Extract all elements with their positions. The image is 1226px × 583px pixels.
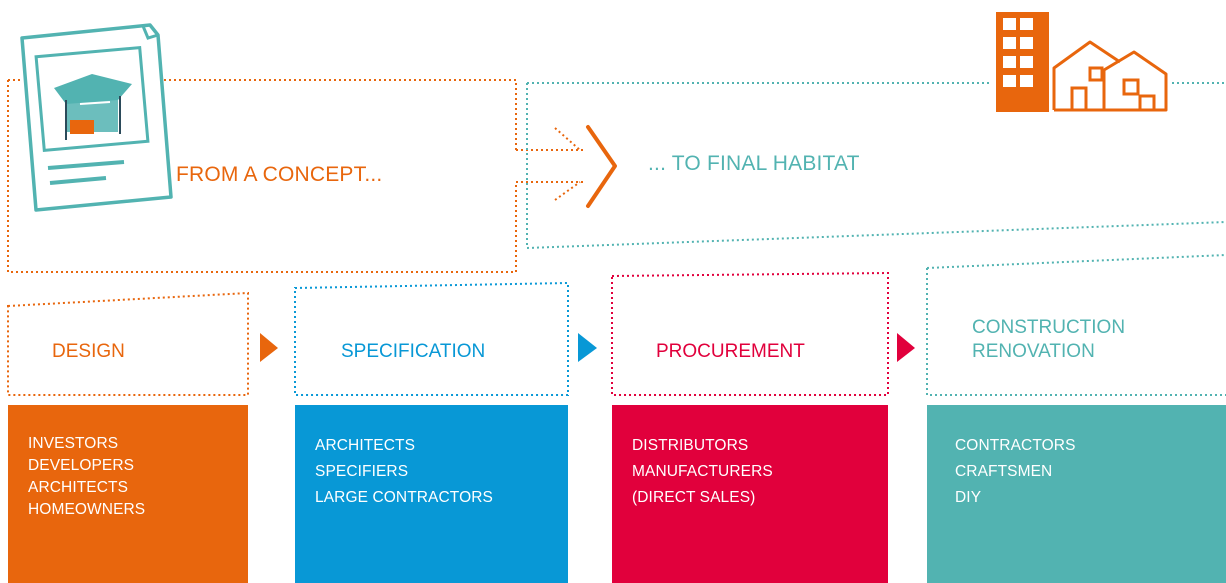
actor-item: CRAFTSMEN xyxy=(955,463,1053,480)
stage-frame-construction xyxy=(926,254,1226,396)
stage-frame-design xyxy=(7,291,249,396)
stage-label-design: DESIGN xyxy=(52,341,125,362)
buildings-icon xyxy=(996,12,1168,112)
stage-frame-procurement xyxy=(611,271,889,396)
actor-item: MANUFACTURERS xyxy=(632,463,773,480)
actor-list: DISTRIBUTORS MANUFACTURERS (DIRECT SALES… xyxy=(632,433,773,511)
actor-box-design: INVESTORS DEVELOPERS ARCHITECTS HOMEOWNE… xyxy=(8,405,248,583)
habitat-frame xyxy=(526,82,1226,250)
stage-label-construction: CONSTRUCTION RENOVATION xyxy=(972,316,1125,364)
actor-item: DEVELOPERS xyxy=(28,457,135,474)
actor-item: DIY xyxy=(955,489,982,506)
arrow-icon-specification xyxy=(578,333,597,362)
chevron-right-icon xyxy=(586,125,617,208)
actor-item: SPECIFIERS xyxy=(315,463,409,480)
stage-label-procurement: PROCUREMENT xyxy=(656,341,805,362)
actor-list: ARCHITECTS SPECIFIERS LARGE CONTRACTORS xyxy=(315,433,493,511)
stage-label-line: RENOVATION xyxy=(972,341,1095,362)
concept-arrow-dots xyxy=(554,127,581,201)
actor-list: CONTRACTORS CRAFTSMEN DIY xyxy=(955,433,1076,511)
headline-to: ... TO FINAL HABITAT xyxy=(648,152,860,175)
actor-item: INVESTORS xyxy=(28,435,119,452)
arrow-icon-design xyxy=(260,333,278,362)
actor-item: LARGE CONTRACTORS xyxy=(315,489,493,506)
arrow-icon-procurement xyxy=(897,333,915,362)
actor-item: CONTRACTORS xyxy=(955,437,1076,454)
actor-item: ARCHITECTS xyxy=(315,437,416,454)
actor-item: DISTRIBUTORS xyxy=(632,437,749,454)
stage-label-line: CONSTRUCTION xyxy=(972,317,1126,338)
stage-label-specification: SPECIFICATION xyxy=(341,341,486,362)
document-house-icon xyxy=(20,23,173,212)
actor-item: ARCHITECTS xyxy=(28,479,129,496)
actor-box-specification: ARCHITECTS SPECIFIERS LARGE CONTRACTORS xyxy=(295,405,568,583)
actor-item: HOMEOWNERS xyxy=(28,501,146,518)
concept-frame xyxy=(7,79,583,273)
actor-box-construction: CONTRACTORS CRAFTSMEN DIY xyxy=(927,405,1226,583)
headline-from: FROM A CONCEPT... xyxy=(176,163,383,186)
stage-frame-specification xyxy=(294,281,569,396)
actor-item: (DIRECT SALES) xyxy=(632,489,756,506)
actor-box-procurement: DISTRIBUTORS MANUFACTURERS (DIRECT SALES… xyxy=(612,405,888,583)
actor-list: INVESTORS DEVELOPERS ARCHITECTS HOMEOWNE… xyxy=(28,433,145,521)
